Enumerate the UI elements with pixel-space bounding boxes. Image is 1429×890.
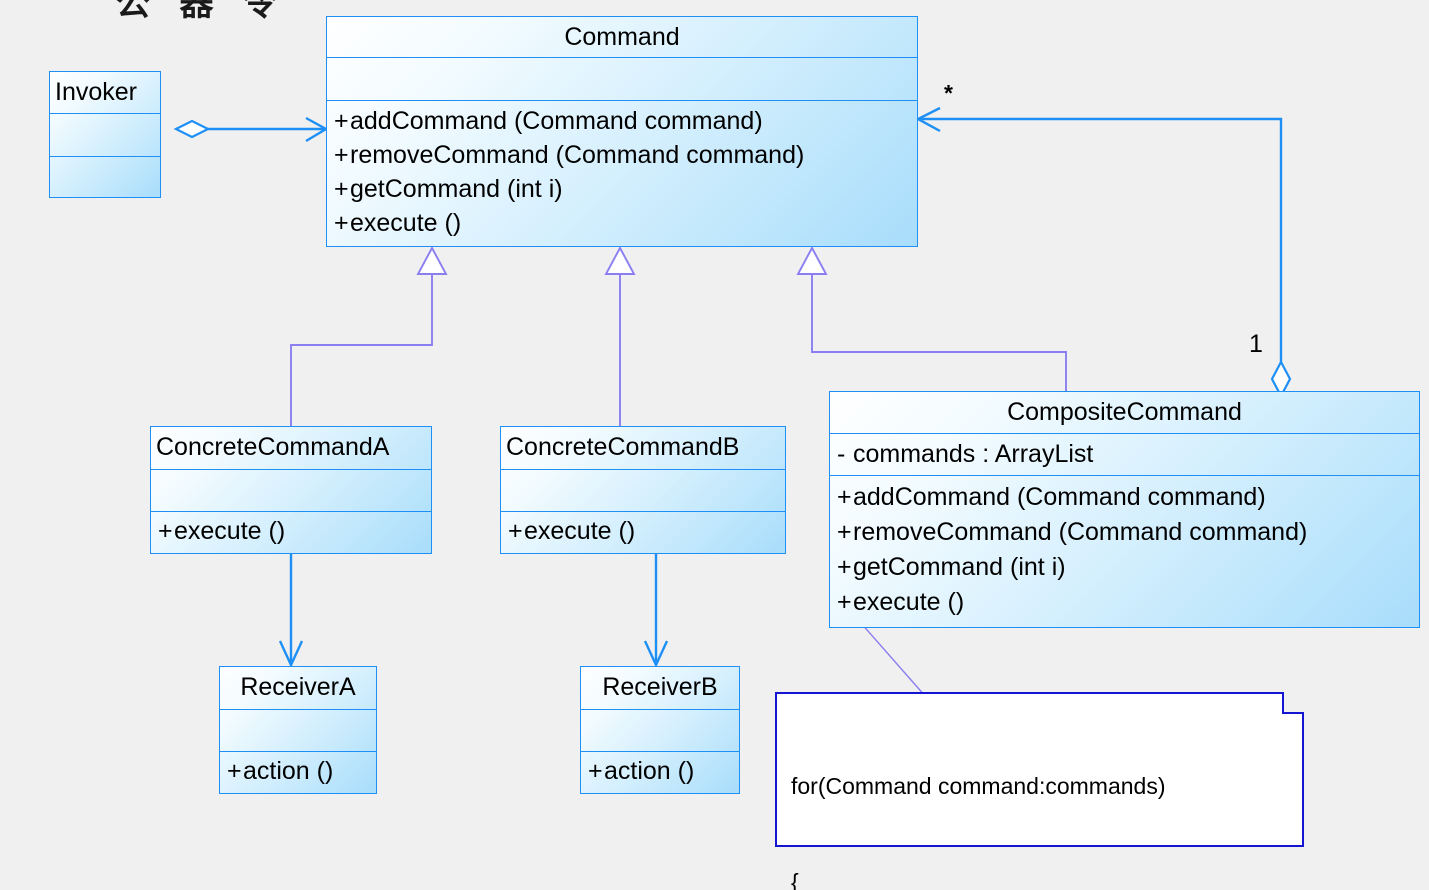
class-methods-compartment: +execute () <box>501 512 785 552</box>
multiplicity-label-many: * <box>944 80 953 106</box>
class-box-concrete-command-a[interactable]: ConcreteCommandA +execute () <box>150 426 432 554</box>
class-methods-compartment: +addCommand (Command command) +removeCom… <box>327 101 917 246</box>
edge-composite-command-aggregation <box>915 106 1292 399</box>
visibility-marker: + <box>837 588 852 616</box>
method-signature: action () <box>604 757 695 785</box>
class-box-receiver-b[interactable]: ReceiverB +action () <box>580 666 740 794</box>
class-attributes-compartment: -commands : ArrayList <box>830 434 1419 476</box>
class-box-composite-command[interactable]: CompositeCommand -commands : ArrayList +… <box>829 391 1420 628</box>
class-attributes-compartment <box>220 710 376 752</box>
method-row: +addCommand (Command command) <box>830 480 1419 515</box>
method-row: +getCommand (int i) <box>327 172 917 206</box>
class-attributes-compartment <box>501 470 785 512</box>
method-signature: removeCommand (Command command) <box>853 518 1308 546</box>
class-name-concrete-command-b: ConcreteCommandB <box>506 433 740 461</box>
class-name-receiver-b: ReceiverB <box>602 673 718 701</box>
class-methods-compartment <box>50 157 160 197</box>
method-signature: getCommand (int i) <box>350 175 563 203</box>
class-attributes-compartment <box>50 114 160 157</box>
class-name-concrete-command-a: ConcreteCommandA <box>156 433 390 461</box>
edge-generalization-concrete-command-b <box>604 245 636 426</box>
method-signature: execute () <box>350 209 462 237</box>
note-line: { <box>791 869 799 890</box>
attribute-signature: commands : ArrayList <box>853 440 1094 468</box>
class-box-receiver-a[interactable]: ReceiverA +action () <box>219 666 377 794</box>
class-title-compartment: ReceiverB <box>581 667 739 710</box>
method-signature: execute () <box>524 517 636 545</box>
visibility-marker: + <box>588 757 603 785</box>
method-signature: addCommand (Command command) <box>350 107 763 135</box>
edge-generalization-composite-command <box>796 245 1067 391</box>
visibility-marker: + <box>508 517 523 545</box>
method-row: +getCommand (int i) <box>830 550 1419 585</box>
method-row: +addCommand (Command command) <box>327 104 917 138</box>
method-row: +removeCommand (Command command) <box>327 138 917 172</box>
visibility-marker: - <box>837 440 846 468</box>
class-methods-compartment: +action () <box>220 752 376 792</box>
class-methods-compartment: +execute () <box>151 512 431 552</box>
edge-generalization-concrete-command-a <box>290 245 448 426</box>
class-box-invoker[interactable]: Invoker <box>49 71 161 198</box>
method-signature: removeCommand (Command command) <box>350 141 805 169</box>
multiplicity-label-one: 1 <box>1249 330 1263 358</box>
edge-concrete-command-b-receiver-b <box>643 554 669 668</box>
class-attributes-compartment <box>327 58 917 101</box>
class-name-composite-command: CompositeCommand <box>1007 398 1242 426</box>
class-attributes-compartment <box>151 470 431 512</box>
visibility-marker: + <box>158 517 173 545</box>
class-title-compartment: Command <box>327 17 917 58</box>
edge-concrete-command-a-receiver-a <box>278 554 304 668</box>
visibility-marker: + <box>334 141 349 169</box>
class-name-invoker: Invoker <box>55 78 137 106</box>
class-title-compartment: ConcreteCommandB <box>501 427 785 470</box>
method-signature: getCommand (int i) <box>853 553 1066 581</box>
visibility-marker: + <box>334 209 349 237</box>
attribute-row: -commands : ArrayList <box>830 434 1419 474</box>
method-row: +action () <box>220 752 376 790</box>
method-signature: execute () <box>174 517 286 545</box>
class-title-compartment: ReceiverA <box>220 667 376 710</box>
method-row: +execute () <box>501 512 785 550</box>
note-line: for(Command command:commands) <box>791 773 1166 799</box>
class-attributes-compartment <box>581 710 739 752</box>
top-caption: 公 器 令 <box>116 0 287 23</box>
note-fold-corner <box>1282 692 1304 714</box>
method-row: +execute () <box>830 585 1419 620</box>
class-title-compartment: ConcreteCommandA <box>151 427 431 470</box>
method-signature: addCommand (Command command) <box>853 483 1266 511</box>
class-methods-compartment: +addCommand (Command command) +removeCom… <box>830 476 1419 625</box>
method-signature: action () <box>243 757 334 785</box>
visibility-marker: + <box>227 757 242 785</box>
visibility-marker: + <box>837 518 852 546</box>
class-title-compartment: CompositeCommand <box>830 392 1419 434</box>
class-methods-compartment: +action () <box>581 752 739 792</box>
note-composite-execute[interactable]: for(Command command:commands) { command.… <box>775 692 1304 890</box>
class-name-receiver-a: ReceiverA <box>240 673 356 701</box>
edge-invoker-command <box>173 116 329 143</box>
method-row: +removeCommand (Command command) <box>830 515 1419 550</box>
method-signature: execute () <box>853 588 965 616</box>
visibility-marker: + <box>837 483 852 511</box>
method-row: +execute () <box>151 512 431 550</box>
visibility-marker: + <box>334 107 349 135</box>
method-row: +execute () <box>327 206 917 240</box>
visibility-marker: + <box>837 553 852 581</box>
class-box-command[interactable]: Command +addCommand (Command command) +r… <box>326 16 918 247</box>
class-name-command: Command <box>564 23 680 51</box>
note-body: for(Command command:commands) { command.… <box>777 694 1302 890</box>
visibility-marker: + <box>334 175 349 203</box>
method-row: +action () <box>581 752 739 790</box>
class-box-concrete-command-b[interactable]: ConcreteCommandB +execute () <box>500 426 786 554</box>
class-title-compartment: Invoker <box>50 72 160 114</box>
